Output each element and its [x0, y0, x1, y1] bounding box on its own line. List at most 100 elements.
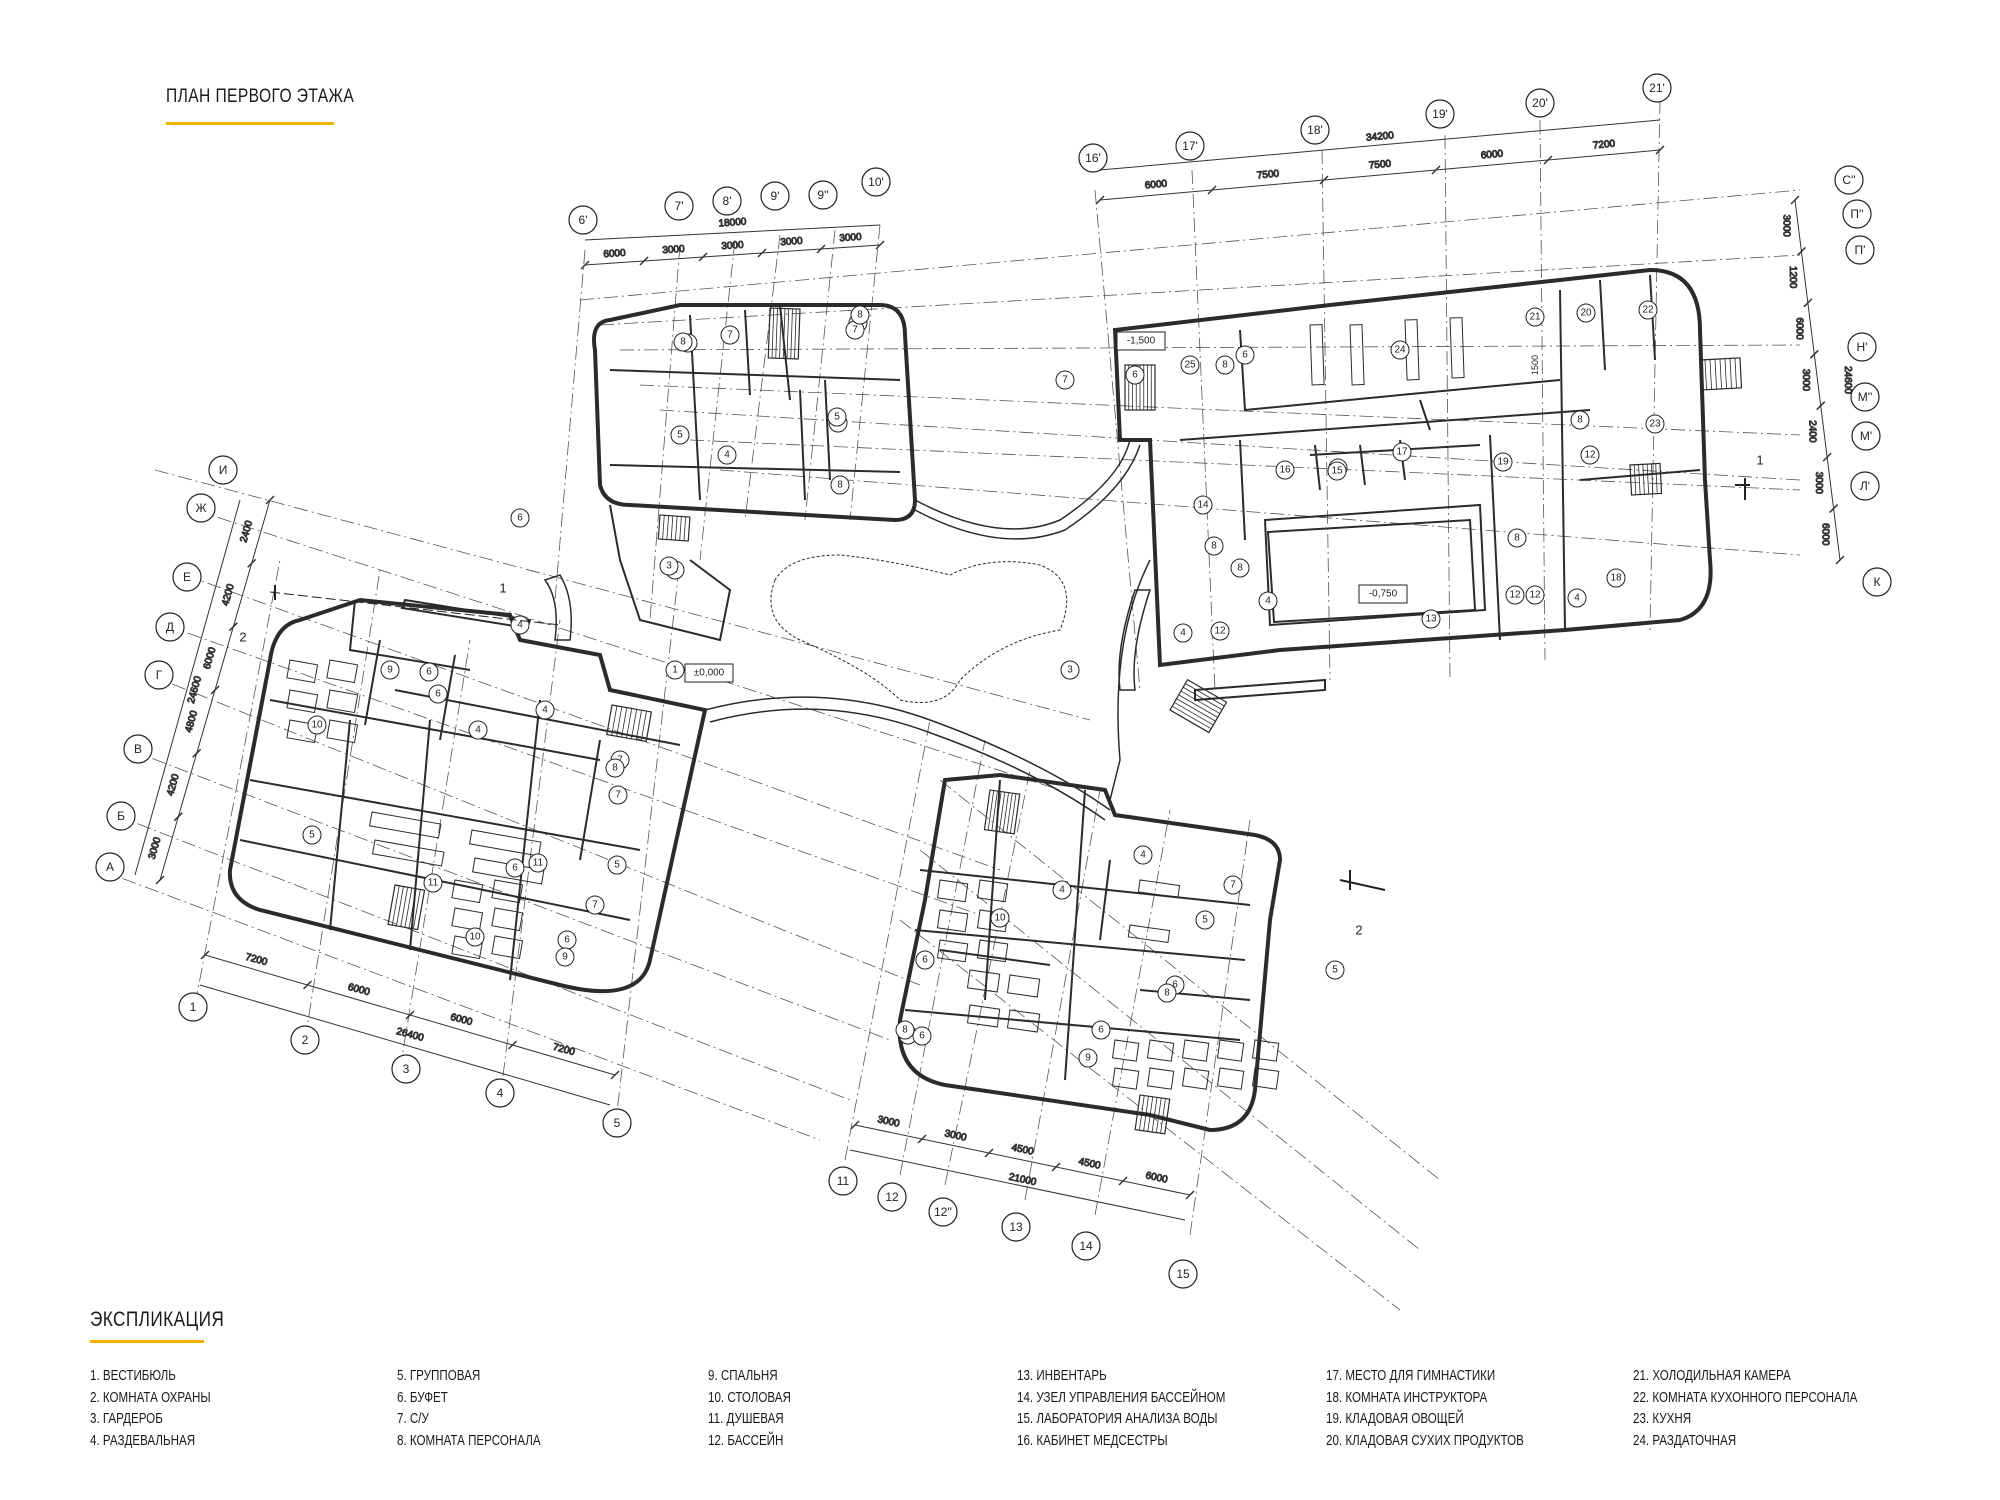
axis-bubble	[1001, 1212, 1031, 1242]
axis-bubble	[760, 181, 790, 211]
room-tag-label: 20	[1580, 308, 1592, 319]
dimension-tick	[610, 1070, 620, 1080]
section-label-1: 1	[1756, 453, 1763, 468]
explication-column-1: 1. ВЕСТИБЮЛЬ 2. КОМНАТА ОХРАНЫ 3. ГАРДЕР…	[90, 1366, 211, 1452]
room-tag-label: 12	[1529, 590, 1541, 601]
axis-grid-line	[184, 574, 1001, 871]
axis-label: 19'	[1432, 107, 1448, 121]
axis-label: 13	[1009, 1220, 1023, 1234]
room-tag-label: 8	[680, 337, 686, 348]
stair-tread	[771, 308, 775, 359]
dimension-tick	[210, 685, 220, 695]
axis-bubble	[568, 205, 598, 235]
building-bottom-outline	[897, 772, 1283, 1133]
dimension-tick	[247, 558, 257, 568]
explication-column-6: 21. ХОЛОДИЛЬНАЯ КАМЕРА 22. КОМНАТА КУХОН…	[1633, 1366, 1857, 1452]
dimension-tick	[1822, 452, 1832, 462]
explication-column-4: 13. ИНВЕНТАРЬ 14. УЗЕЛ УПРАВЛЕНИЯ БАССЕЙ…	[1017, 1366, 1225, 1452]
legend-item: 18. КОМНАТА ИНСТРУКТОРА	[1326, 1389, 1488, 1406]
room-tag-circle	[1133, 845, 1153, 865]
level-mark-label: -0,750	[1369, 589, 1398, 600]
axis-label: 1	[190, 1000, 197, 1014]
axis-bubble	[1525, 88, 1555, 118]
furniture-table	[966, 969, 1001, 993]
room-tag-circle	[1576, 303, 1596, 323]
stair-tread	[621, 707, 628, 738]
axis-label: 9'	[771, 189, 780, 203]
furniture-table	[966, 1004, 1001, 1028]
room-tag-circle	[1215, 355, 1235, 375]
furniture-table	[491, 907, 524, 932]
axis-label: Г	[156, 668, 163, 682]
furniture-table	[976, 879, 1009, 903]
room-tag-label: 3	[1067, 665, 1073, 676]
dimension-label: 4200	[165, 772, 182, 797]
dimension-label: 3000	[662, 244, 685, 257]
room-tag-circle	[1078, 1048, 1098, 1068]
axis-grid-line	[699, 239, 736, 561]
stair-outline	[1134, 1094, 1171, 1135]
furniture-table	[286, 659, 319, 684]
room-tag-label: 8	[1211, 541, 1217, 552]
furniture-table	[286, 689, 319, 714]
room-tag-circle	[423, 873, 443, 893]
room-tag-circle	[1507, 528, 1527, 548]
furniture-table	[451, 907, 484, 932]
room-tag-circle	[915, 950, 935, 970]
dimension-tick	[639, 256, 649, 266]
axis-label: Ж	[195, 501, 206, 515]
dimension-label: 6000	[347, 982, 372, 998]
stair-tread	[1638, 464, 1641, 495]
room-tag-circle	[717, 445, 737, 465]
axis-label: 18'	[1307, 123, 1323, 137]
axis-bubble	[1862, 567, 1892, 597]
dimension-label: 7500	[1368, 159, 1392, 172]
stair-tread	[675, 516, 678, 541]
furniture-table	[1309, 324, 1325, 386]
axis-grid-line	[154, 469, 1091, 721]
room-tag-label: 8	[857, 310, 863, 321]
dimension-label: 3000	[1781, 215, 1792, 238]
stair-tread	[1174, 702, 1214, 726]
axis-label: 21'	[1649, 81, 1665, 95]
furniture-table	[491, 879, 524, 904]
room-tag-label: 1	[672, 665, 678, 676]
stair	[1134, 1094, 1171, 1135]
building-bottom-partitions	[904, 779, 1251, 1081]
building-right-outline	[1112, 267, 1713, 668]
room-tag-label: 4	[1265, 596, 1271, 607]
furniture-table	[1251, 1039, 1280, 1062]
stair-tread	[782, 308, 786, 359]
plan-title: ПЛАН ПЕРВОГО ЭТАЖА	[166, 86, 355, 107]
axis-bubble	[1850, 382, 1880, 412]
legend-item: 20. КЛАДОВАЯ СУХИХ ПРОДУКТОВ	[1326, 1432, 1524, 1449]
room-tag-label: 5	[309, 830, 315, 841]
stair-tread	[1006, 793, 1013, 833]
axis-grid-line	[1321, 149, 1331, 681]
room-tag-label: 23	[1649, 419, 1661, 430]
level-mark-box	[684, 663, 734, 683]
room-tag-label: 11	[533, 858, 544, 869]
stair-tread	[1646, 464, 1650, 495]
room-tag-circle	[1421, 609, 1441, 629]
furniture-table	[326, 659, 359, 684]
dimension-label: 2400	[1806, 420, 1817, 443]
stair-tread	[1704, 359, 1707, 390]
room-tag-circle	[1125, 365, 1145, 385]
room-tag-circle	[302, 825, 322, 845]
title-underline	[166, 122, 334, 125]
legend-item: 1. ВЕСТИБЮЛЬ	[90, 1368, 176, 1384]
legend-item: 5. ГРУППОВАЯ	[397, 1368, 481, 1384]
room-tag-circle	[1060, 660, 1080, 680]
axis-label: Б	[117, 809, 125, 823]
room-tag-circle	[1570, 410, 1590, 430]
axis-grid-line	[1024, 789, 1101, 1201]
axis-bubble	[1168, 1259, 1198, 1289]
room-tag-label: 24	[1394, 345, 1406, 356]
room-tag-label: 4	[724, 450, 730, 461]
stair	[1699, 357, 1743, 391]
explication-column-2: 5. ГРУППОВАЯ 6. БУФЕТ 7. С/У 8. КОМНАТА …	[397, 1366, 541, 1452]
stair-tread	[1138, 1095, 1145, 1131]
stair-tread	[1734, 358, 1737, 389]
